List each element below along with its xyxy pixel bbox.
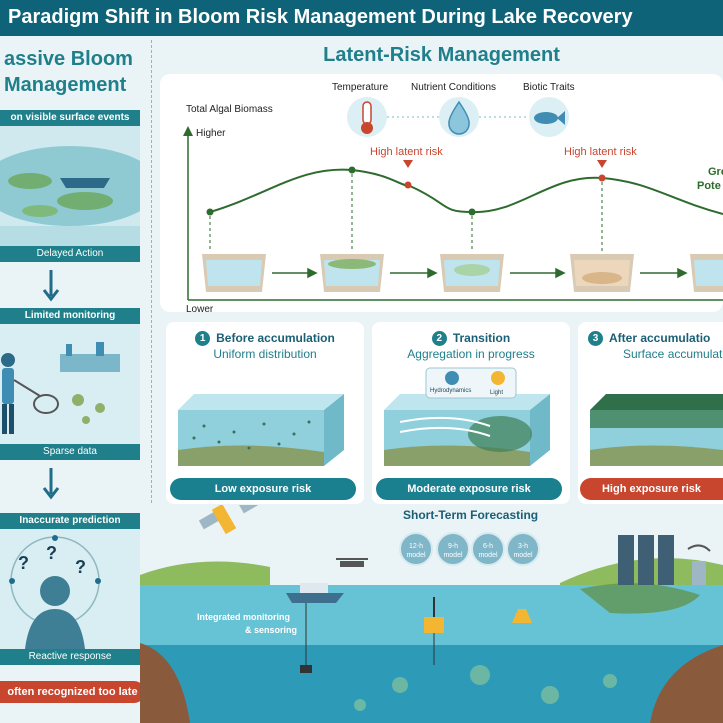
risk-point-1: [404, 181, 412, 189]
tank-1: [202, 254, 266, 292]
side-label-1: Gre: [708, 166, 723, 178]
low-risk-pill: Low exposure risk: [170, 478, 356, 500]
stage-2-title: 2 Transition: [372, 331, 570, 346]
risk-label-1: High latent risk: [370, 146, 443, 158]
y-axis-label: Total Algal Biomass: [186, 104, 273, 115]
left-step-2-panel: [0, 324, 140, 444]
svg-text:?: ?: [46, 543, 57, 563]
stage-3-subtitle: Surface accumulati: [623, 347, 723, 361]
stage-1-number: 1: [195, 331, 211, 346]
left-step-1-panel: [0, 126, 140, 246]
model-6h-sub: model: [478, 552, 498, 559]
risk-marker-1: [403, 160, 413, 168]
stage-1-title-text: Before accumulation: [216, 331, 335, 345]
radar-station-icon: [687, 544, 711, 585]
model-9h-label: 9-h: [447, 543, 459, 550]
svg-text:?: ?: [18, 553, 29, 573]
server-rack-icon: [618, 535, 674, 585]
moderate-risk-pill: Moderate exposure risk: [376, 478, 562, 500]
side-label-2: Pote: [697, 180, 721, 192]
curve-point: [468, 208, 476, 216]
yellow-buoy-icon: [512, 609, 532, 623]
tank-3: [440, 254, 504, 292]
left-step-3-panel: ? ? ?: [0, 529, 140, 649]
down-arrow-icon: [42, 270, 60, 302]
stage-card-2: 2 Transition Aggregation in progress Hydr…: [372, 322, 570, 504]
tank-5: [690, 254, 723, 292]
late-recognition-badge: often recognized too late: [0, 681, 145, 703]
high-risk-pill: High exposure risk: [580, 478, 723, 500]
left-step-1-caption: Delayed Action: [0, 246, 140, 262]
right-section-title: Latent-Risk Management: [323, 44, 560, 66]
monitoring-label-1: Integrated monitoring: [197, 612, 290, 622]
left-step-1-bar: on visible surface events: [0, 110, 140, 126]
lake-monitoring-scene: [140, 505, 723, 723]
risk-marker-2: [597, 160, 607, 168]
tank-arrows: [272, 267, 688, 279]
model-3h-sub: model: [513, 552, 533, 559]
stage-2-number: 2: [431, 331, 447, 346]
model-3h-label: 3-h: [517, 543, 529, 550]
curve-point: [348, 166, 356, 174]
stage-2-subtitle: Aggregation in progress: [407, 347, 535, 361]
down-arrow-icon: [42, 468, 60, 500]
monitoring-buoy-icon: [424, 597, 444, 665]
water-volume-transition-illustration: [384, 367, 550, 466]
curve-point: [206, 208, 214, 216]
left-step-3-bar: Inaccurate prediction: [0, 513, 140, 529]
y-axis-lower-label: Lower: [186, 304, 214, 312]
hydrodynamics-tag: Hydrodynamics: [430, 388, 472, 394]
stage-card-3: 3 After accumulatio Surface accumulati: [578, 322, 723, 504]
svg-text:?: ?: [75, 557, 86, 577]
water-volume-uniform-illustration: [178, 394, 344, 466]
y-axis-higher-label: Higher: [196, 128, 226, 139]
confused-person-illustration: ? ? ?: [0, 529, 140, 649]
risk-point-2: [598, 174, 606, 182]
model-9h-sub: model: [443, 552, 463, 559]
left-step-2-bar: Limited monitoring: [0, 308, 140, 324]
driver-temperature-label: Temperature: [332, 82, 389, 93]
drone-icon: [336, 558, 368, 567]
lake-surface-illustration: [0, 126, 140, 246]
satellite-icon: [198, 505, 262, 535]
light-tag: Light: [490, 390, 504, 396]
left-title-line-1: assive Bloom: [4, 48, 133, 70]
model-3h: 3-h model: [506, 532, 540, 566]
model-12h-sub: model: [406, 552, 426, 559]
biomass-panel: Total Algal Biomass Higher Lower Tempera…: [160, 74, 723, 312]
biomass-curve: [209, 168, 723, 215]
driver-biotic-label: Biotic Traits: [523, 82, 575, 93]
stage-3-number: 3: [588, 331, 603, 346]
model-9h: 9-h model: [436, 532, 470, 566]
stage-1-title: 1 Before accumulation: [166, 331, 364, 346]
survey-boat-icon: [286, 583, 344, 673]
monitoring-label-2: & sensoring: [245, 625, 298, 635]
left-section-title: assive Bloom Management: [0, 46, 140, 98]
stage-2-title-text: Transition: [452, 331, 511, 345]
model-12h-label: 12-h: [408, 543, 423, 550]
model-6h-label: 6-h: [482, 543, 494, 550]
tank-4: [570, 254, 634, 292]
left-step-3-caption: Reactive response: [0, 649, 140, 665]
y-axis-arrow-icon: [183, 126, 193, 136]
section-divider: [151, 40, 152, 723]
biomass-curve-diagram: [183, 97, 723, 301]
forecast-title: Short-Term Forecasting: [403, 508, 539, 522]
driver-nutrients-label: Nutrient Conditions: [411, 82, 497, 93]
field-sampling-illustration: [0, 324, 140, 444]
tank-2: [320, 254, 384, 292]
risk-label-2: High latent risk: [564, 146, 637, 158]
model-6h: 6-h model: [471, 532, 505, 566]
stage-3-title-text: After accumulatio: [609, 331, 711, 345]
stage-3-title: 3 After accumulatio: [578, 331, 723, 346]
water-volume-accumulated-illustration: [590, 394, 723, 466]
stage-card-1: 1 Before accumulation Uniform distributio…: [166, 322, 364, 504]
left-title-line-2: Management: [4, 74, 127, 96]
left-step-2-caption: Sparse data: [0, 444, 140, 460]
model-12h: 12-h model: [399, 532, 433, 566]
page-title: Paradigm Shift in Bloom Risk Management …: [0, 0, 723, 36]
stage-1-subtitle: Uniform distribution: [213, 347, 317, 361]
